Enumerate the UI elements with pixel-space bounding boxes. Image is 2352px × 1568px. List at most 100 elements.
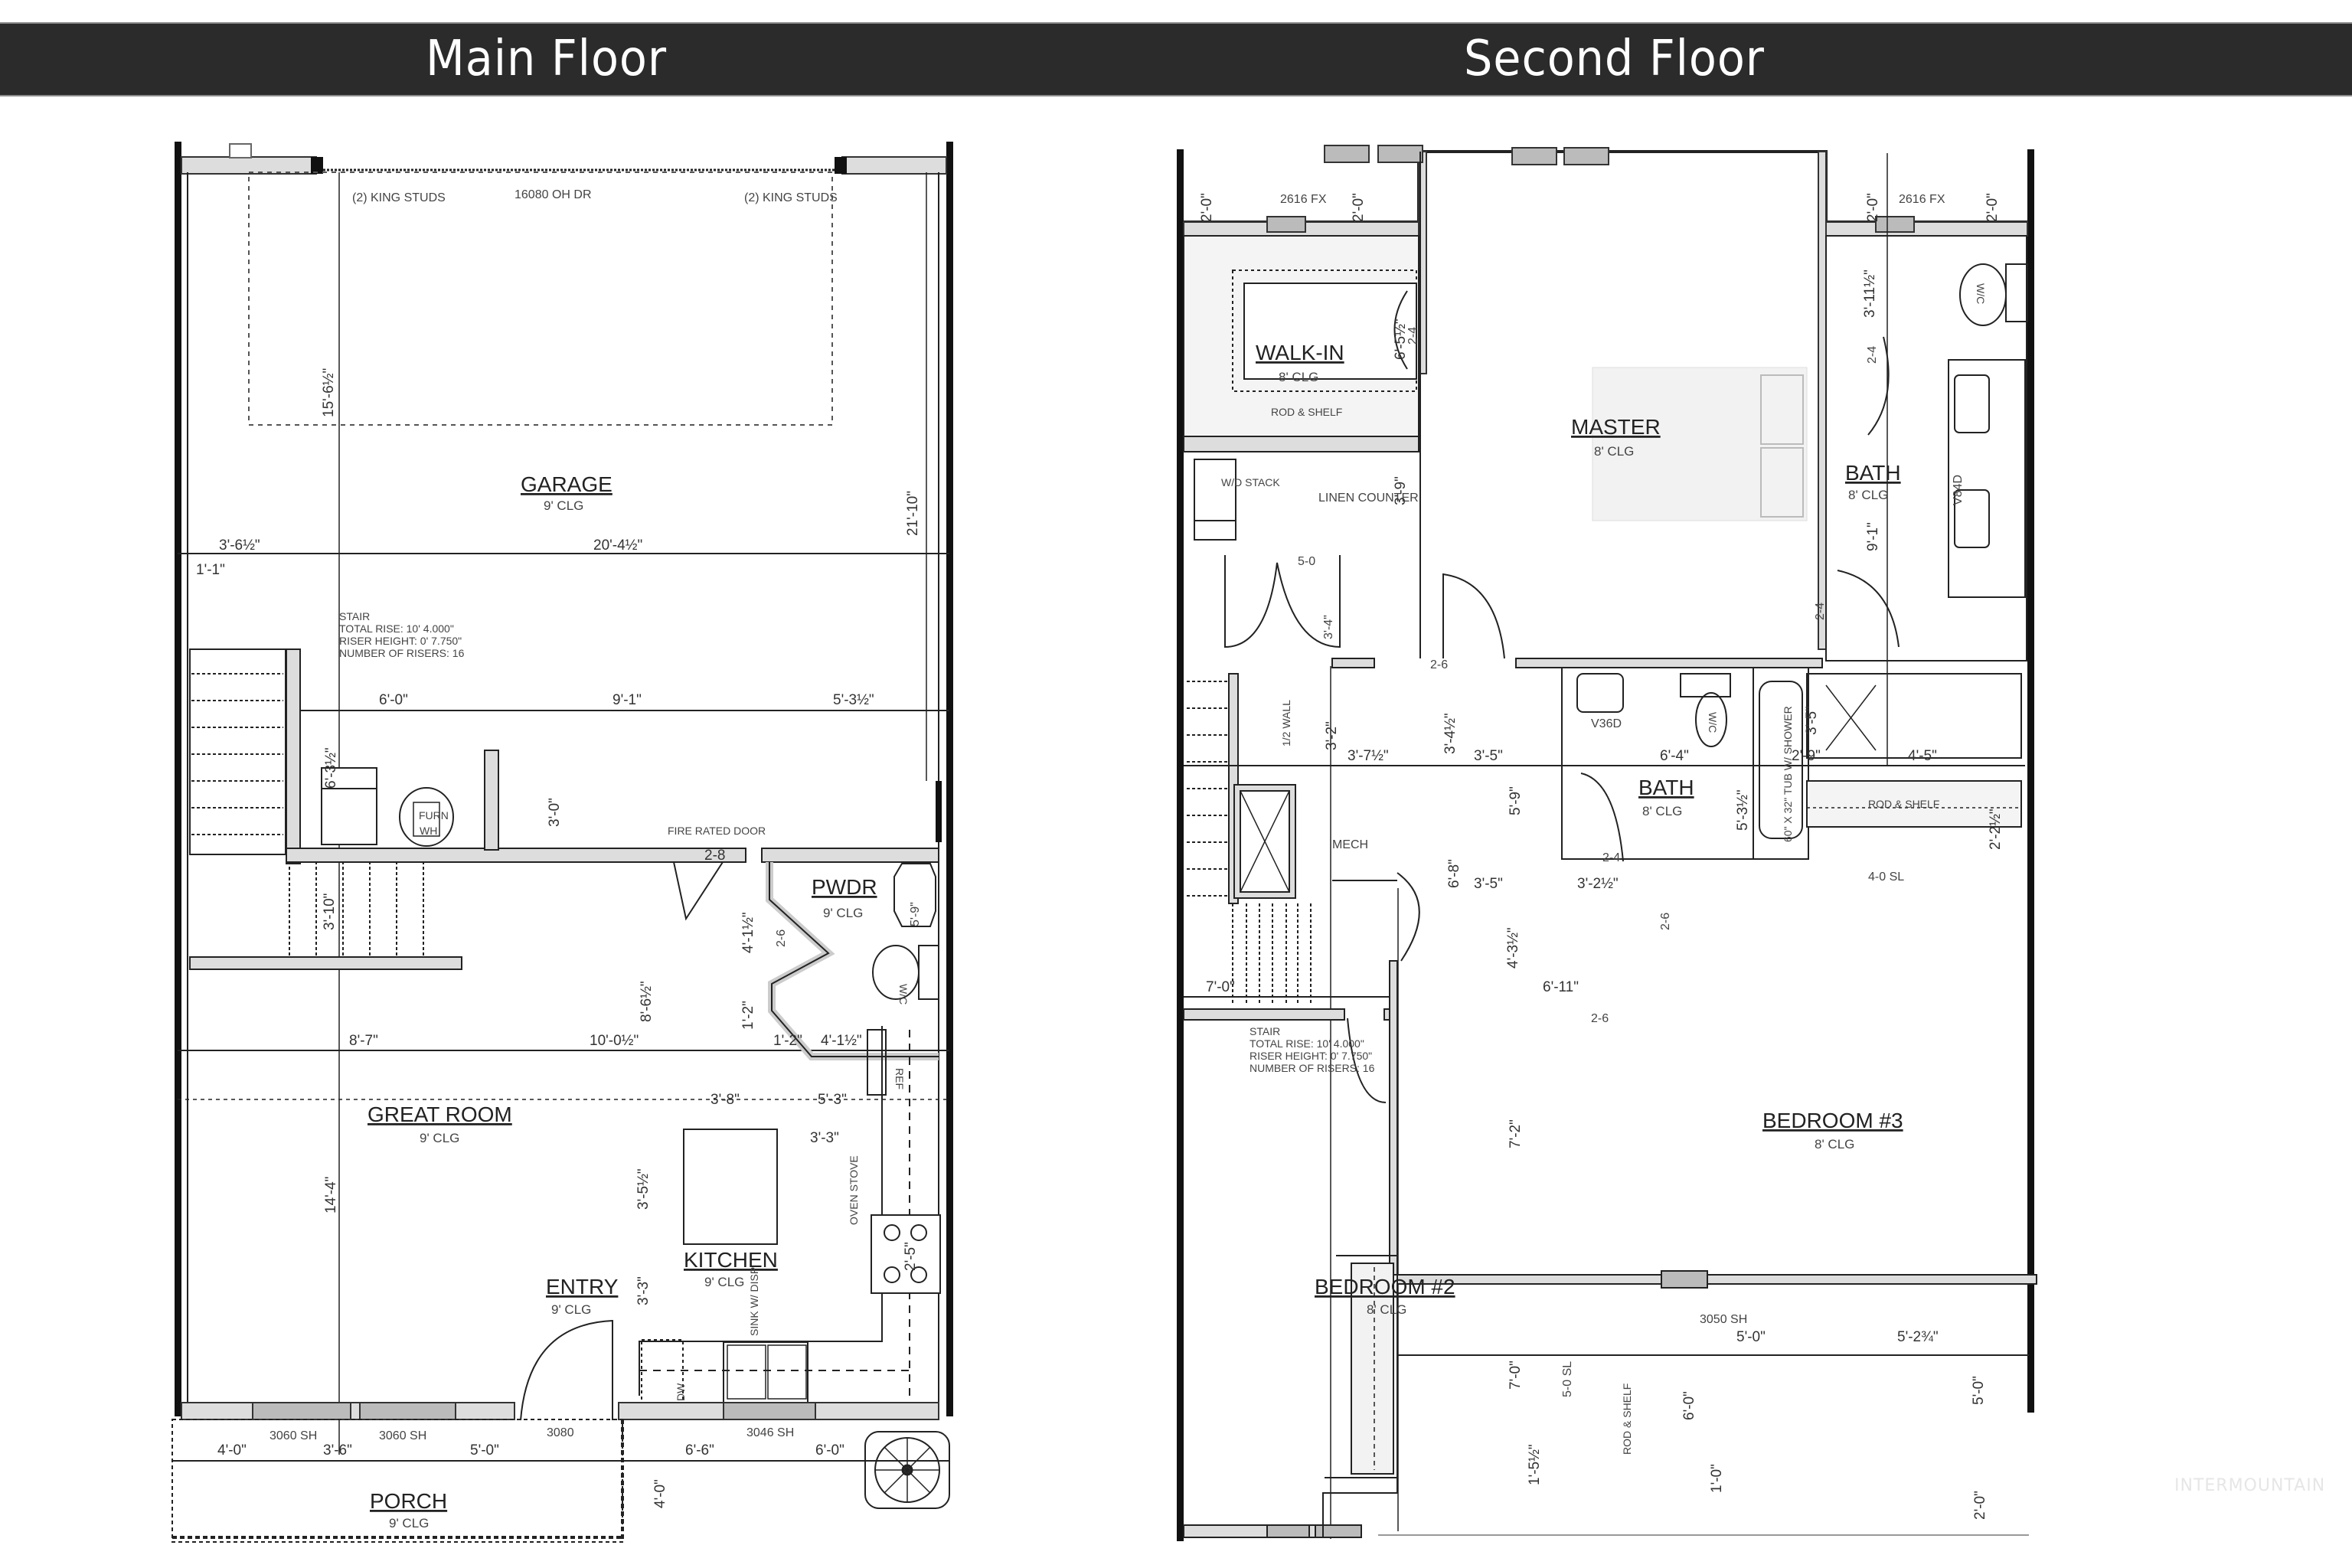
sf-dim-5-0-v: 5'-0" xyxy=(1971,1376,1987,1405)
dim-20-4: 20'-4½" xyxy=(593,537,642,554)
sf-dim-2-6-b: 2-6 xyxy=(1659,913,1672,930)
dim-6-0b: 6'-0" xyxy=(815,1442,844,1459)
dim-3-6: 3'-6½" xyxy=(219,537,260,554)
dim-3-10: 3'-10" xyxy=(322,893,338,930)
sf-dim-2-6-a: 2-6 xyxy=(1430,658,1448,671)
ref-label: REF xyxy=(893,1068,906,1089)
room-entry-ceiling: 9' CLG xyxy=(551,1302,591,1317)
room-bedroom-2-ceiling: 8' CLG xyxy=(1367,1302,1406,1317)
sf-dim-3-11: 3'-11½" xyxy=(1862,270,1878,318)
dim-3-3: 3'-3" xyxy=(810,1130,839,1146)
tub-label: 60" X 32" TUB W/ SHOWER xyxy=(1782,706,1794,842)
sf-dim-1-0: 1'-0" xyxy=(1709,1464,1725,1493)
dim-8-6: 8'-6½" xyxy=(639,981,655,1022)
sf-dim-5-0-door: 5-0 xyxy=(1298,555,1315,568)
fire-rated-door-note: FIRE RATED DOOR xyxy=(668,825,766,837)
sf-dim-2-0-b: 2'-0" xyxy=(1351,193,1367,222)
room-hall-bath-label: BATH xyxy=(1638,776,1694,799)
hall-bath-wc: W/C xyxy=(1707,712,1719,733)
room-great-room-ceiling: 9' CLG xyxy=(420,1131,459,1145)
stair-note-rise: TOTAL RISE: 10' 4.000" xyxy=(339,622,454,635)
sf-dim-7-2: 7'-2" xyxy=(1508,1119,1524,1148)
room-porch-ceiling: 9' CLG xyxy=(389,1516,429,1530)
sf-stair-note-title: STAIR xyxy=(1250,1025,1280,1037)
sf-dim-2-4-d: 2-4 xyxy=(1602,851,1620,864)
room-mech-label: MECH xyxy=(1332,838,1368,851)
dim-4-0: 4'-0" xyxy=(217,1442,247,1459)
room-garage-ceiling: 9' CLG xyxy=(544,498,583,513)
main-floor-title: Main Floor xyxy=(426,31,667,87)
sf-dim-1-5: 1'-5½" xyxy=(1527,1444,1543,1485)
sf-dim-6-11: 6'-11" xyxy=(1543,979,1579,995)
sliding-door-4-0: 4-0 SL xyxy=(1868,871,1904,884)
rod-shelf-closet-label: ROD & SHELF xyxy=(1868,798,1939,810)
sf-dim-3-9: 3'-9" xyxy=(1393,476,1409,505)
sf-dim-7-0: 7'-0" xyxy=(1206,979,1235,995)
room-pwdr-label: PWDR xyxy=(812,875,877,899)
sf-dim-5-2: 5'-2¾" xyxy=(1897,1329,1939,1345)
sink-disp-label: SINK W/ DISP xyxy=(748,1267,760,1336)
sf-dim-2-0-a: 2'-0" xyxy=(1199,193,1215,222)
vanity-v36d: V36D xyxy=(1591,717,1622,730)
second-floor-plan: 2'-0" 2616 FX 2'-0" 2'-0" 2616 FX 2'-0" … xyxy=(1177,145,2037,1541)
sf-dim-5-9: 5'-9" xyxy=(1508,786,1524,815)
watermark: INTERMOUNTAIN xyxy=(2174,1476,2326,1495)
water-heater-label: WH xyxy=(420,825,437,837)
sf-dim-2-6-c: 2-6 xyxy=(1591,1012,1609,1025)
bedroom-2-rod-shelf: ROD & SHELF xyxy=(1621,1383,1633,1455)
sliding-door-5-0: 5-0 SL xyxy=(1561,1361,1574,1397)
vanity-v84d: V84D xyxy=(1952,475,1965,505)
oh-door-note: 16080 OH DR xyxy=(514,188,592,201)
oven-stove-label: OVEN STOVE xyxy=(848,1155,860,1225)
dim-3-0: 3'-0" xyxy=(547,798,563,827)
dim-2-8: 2-8 xyxy=(704,848,725,864)
header-bar: Main Floor Second Floor xyxy=(0,22,2352,96)
dim-3-8: 3'-8" xyxy=(710,1092,740,1108)
sf-stair-note-riser: RISER HEIGHT: 0' 7.750" xyxy=(1250,1050,1372,1062)
sf-dim-2-9: 2'-9" xyxy=(1792,748,1821,764)
sf-dim-3-5-a: 3'-5" xyxy=(1474,748,1503,764)
sf-dim-6-8: 6'-8" xyxy=(1446,859,1462,888)
dim-4-1h: 4'-1½" xyxy=(821,1033,862,1049)
dim-3-6b: 3'-6" xyxy=(323,1442,352,1459)
window-2616-fx-right: 2616 FX xyxy=(1899,193,1945,206)
sf-dim-7-0-v: 7'-0" xyxy=(1508,1361,1524,1390)
sf-dim-3-5-v: 3'-5" xyxy=(1804,706,1820,735)
room-master-label: MASTER xyxy=(1571,415,1661,439)
dim-6-6: 6'-6" xyxy=(685,1442,714,1459)
dim-5-9: 5'-9" xyxy=(909,902,922,926)
room-kitchen-label: KITCHEN xyxy=(684,1248,778,1272)
front-door-3080: 3080 xyxy=(547,1426,574,1439)
dim-3-3-vertical: 3'-3" xyxy=(635,1276,652,1305)
sf-dim-2-0-c: 2'-0" xyxy=(1865,193,1881,222)
walk-in-rod-shelf: ROD & SHELF xyxy=(1271,406,1342,418)
dim-6-3: 6'-3½" xyxy=(323,747,339,789)
king-studs-left-note: (2) KING STUDS xyxy=(352,191,446,204)
dim-1-2: 1'-2" xyxy=(773,1033,802,1049)
window-3050-sh: 3050 SH xyxy=(1700,1313,1747,1326)
window-3046-sh: 3046 SH xyxy=(746,1426,794,1439)
room-hall-bath-ceiling: 8' CLG xyxy=(1642,804,1682,818)
dim-5-3b: 5'-3" xyxy=(818,1092,847,1108)
stair-note-count: NUMBER OF RISERS: 16 xyxy=(339,647,465,659)
room-entry-label: ENTRY xyxy=(546,1275,619,1298)
sf-stair-note-rise: TOTAL RISE: 10' 4.000" xyxy=(1250,1037,1364,1050)
dim-14-4: 14'-4" xyxy=(323,1177,339,1214)
dim-9-1: 9'-1" xyxy=(612,692,642,708)
dim-4-0-vertical: 4'-0" xyxy=(652,1479,668,1508)
stair-note-riser: RISER HEIGHT: 0' 7.750" xyxy=(339,635,462,647)
wd-stack-label: W/D STACK xyxy=(1221,476,1280,488)
room-bedroom-3-label: BEDROOM #3 xyxy=(1762,1109,1903,1132)
second-floor-title: Second Floor xyxy=(1464,31,1765,87)
window-3060-sh-1: 3060 SH xyxy=(270,1429,317,1442)
room-great-room-label: GREAT ROOM xyxy=(368,1102,512,1126)
sf-dim-6-4: 6'-4" xyxy=(1660,748,1689,764)
sf-stair-note-count: NUMBER OF RISERS: 16 xyxy=(1250,1062,1375,1074)
room-bedroom-3-ceiling: 8' CLG xyxy=(1815,1137,1854,1152)
sf-dim-2-4-a: 2-4 xyxy=(1406,327,1419,345)
sf-dim-3-7: 3'-7½" xyxy=(1348,748,1389,764)
dim-15-6: 15'-6½" xyxy=(321,368,337,417)
sf-dim-2-4-b: 2-4 xyxy=(1866,346,1879,364)
master-bath-wc: W/C xyxy=(1975,283,1987,304)
linen-counter-label: LINEN COUNTER xyxy=(1318,492,1419,505)
